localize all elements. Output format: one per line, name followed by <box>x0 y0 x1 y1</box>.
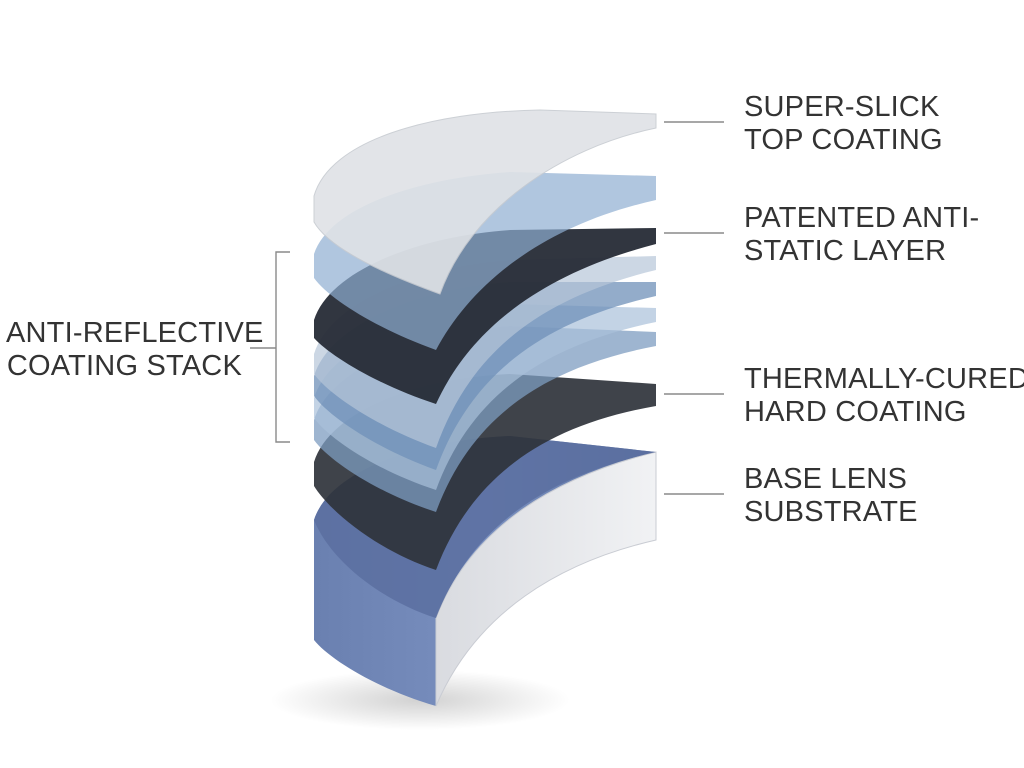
label-line: THERMALLY-CURED <box>744 363 1024 395</box>
ar-stack-bracket <box>275 251 290 443</box>
label-hard-coating: THERMALLY-CURED HARD COATING <box>744 363 1024 429</box>
label-line: HARD COATING <box>744 396 967 428</box>
leader-lines <box>250 121 724 495</box>
top-coating-shape <box>313 109 657 295</box>
base-lens-cross-section <box>435 451 657 707</box>
top-coating-layer <box>313 109 657 295</box>
label-line: PATENTED ANTI- <box>744 202 980 234</box>
label-line: BASE LENS <box>744 463 907 495</box>
label-line: SUBSTRATE <box>744 496 918 528</box>
label-base-lens: BASE LENS SUBSTRATE <box>744 463 918 529</box>
label-top-coating: SUPER-SLICK TOP COATING <box>744 91 943 157</box>
label-line: ANTI-REFLECTIVE <box>6 317 264 349</box>
label-line: COATING STACK <box>6 350 242 382</box>
label-line: TOP COATING <box>744 124 943 156</box>
label-anti-static: PATENTED ANTI- STATIC LAYER <box>744 202 979 268</box>
label-line: SUPER-SLICK <box>744 91 940 123</box>
label-ar-stack: ANTI-REFLECTIVE COATING STACK <box>6 317 264 383</box>
label-line: STATIC LAYER <box>744 235 947 267</box>
